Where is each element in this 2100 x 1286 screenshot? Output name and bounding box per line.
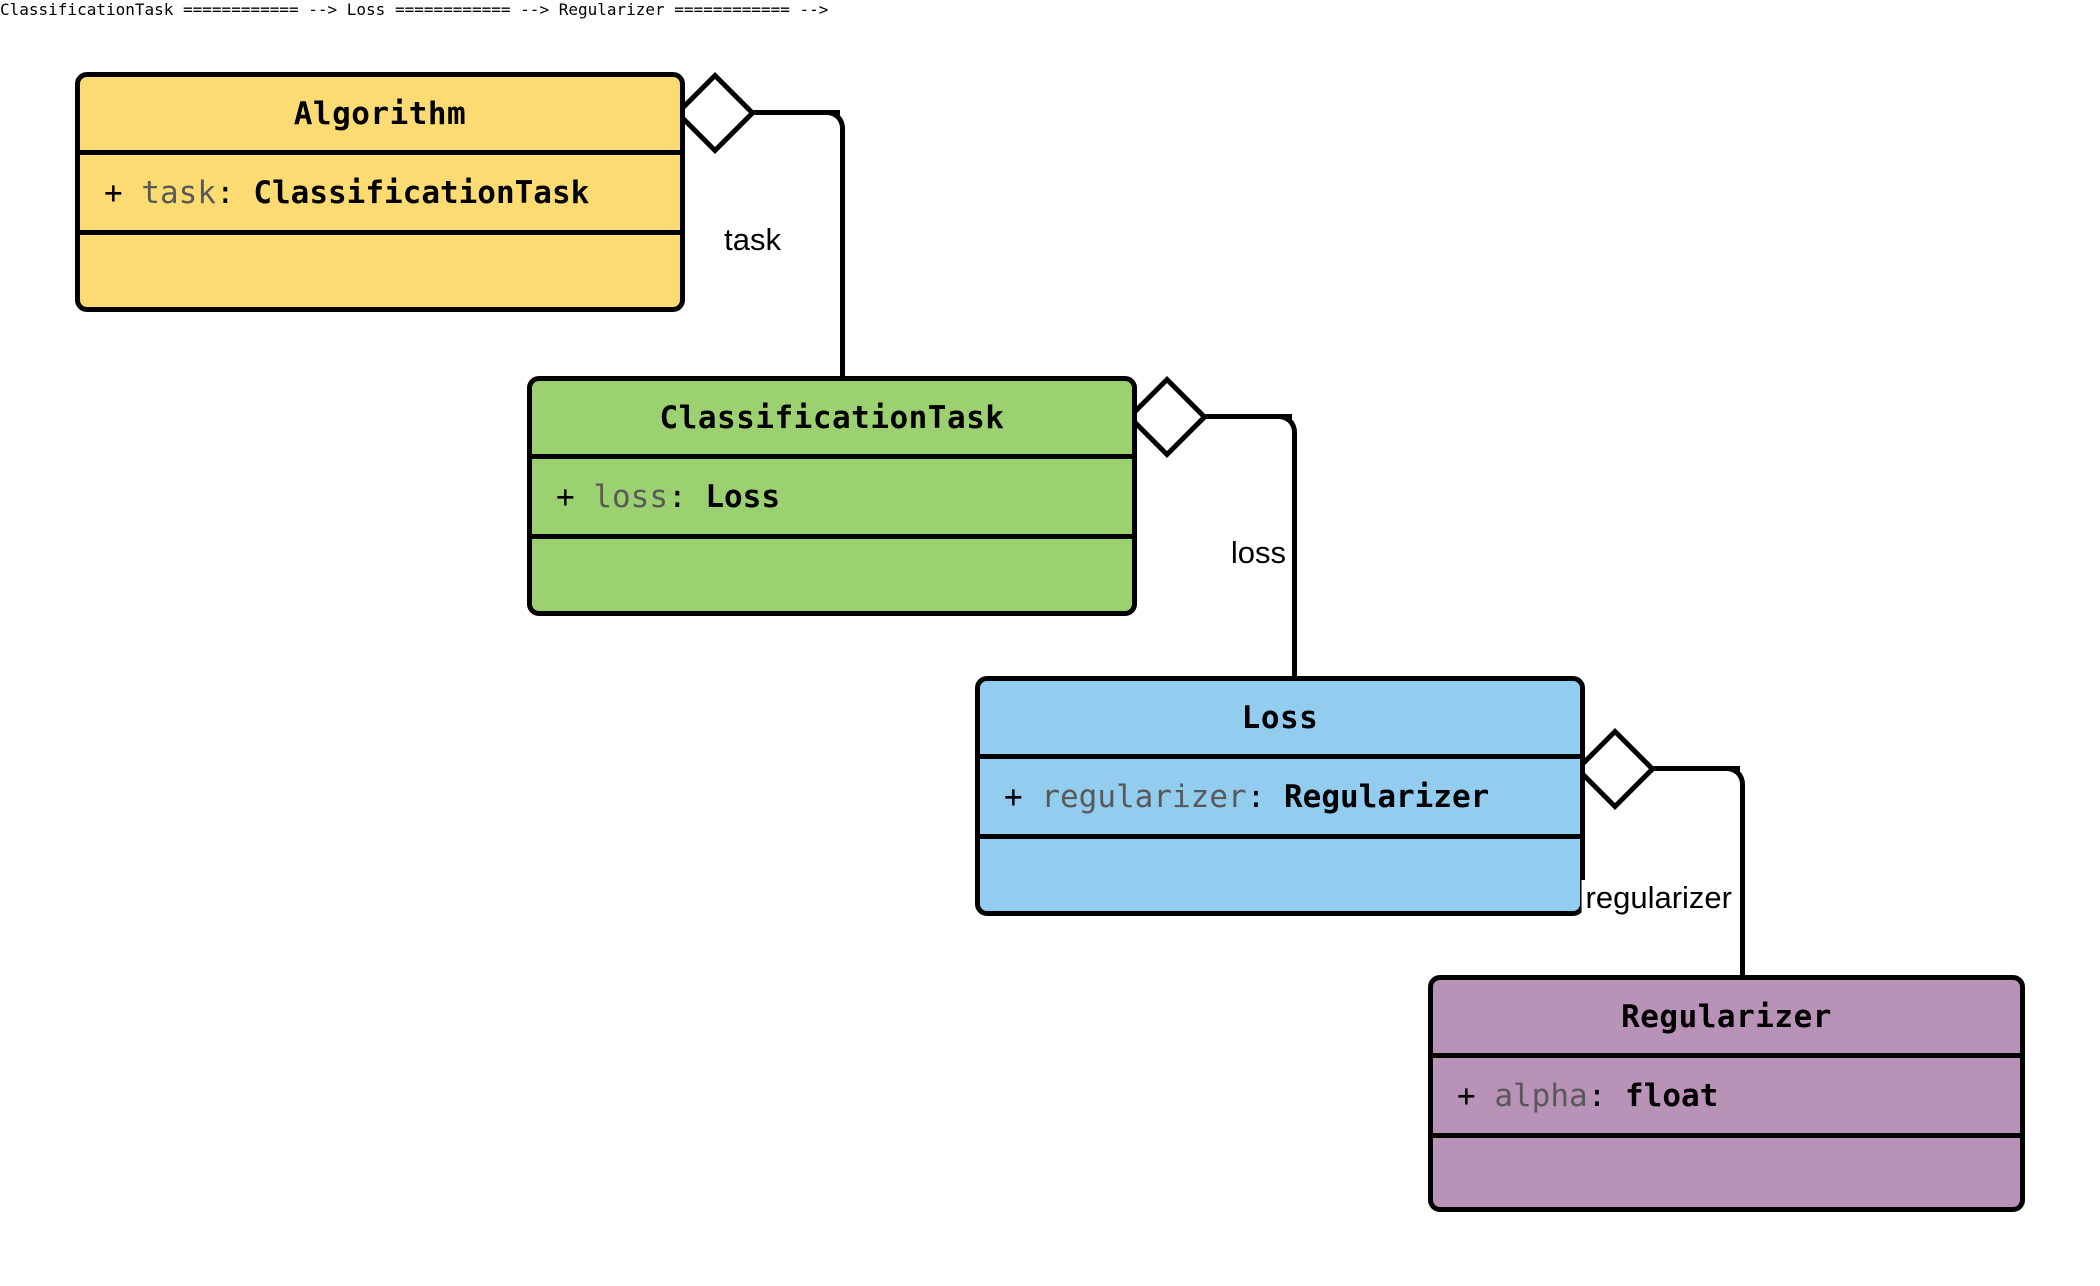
attribute-type: Loss: [705, 478, 780, 515]
attribute-visibility: +: [1004, 778, 1023, 815]
class-attribute-loss: + regularizer : Regularizer: [980, 759, 1580, 839]
aggregation-diamond-loss[interactable]: [1125, 375, 1209, 459]
edge-task-corner: [822, 110, 845, 133]
attribute-type: float: [1625, 1077, 1719, 1114]
class-attribute-algorithm: + task : ClassificationTask: [80, 155, 680, 235]
edge-regularizer-horizontal: [1640, 766, 1740, 771]
attribute-type: Regularizer: [1284, 778, 1490, 815]
edge-regularizer-vertical: [1740, 784, 1745, 980]
uml-class-regularizer[interactable]: Regularizer + alpha : float: [1428, 975, 2025, 1212]
attribute-visibility: +: [1457, 1077, 1476, 1114]
edge-task-vertical: [840, 128, 845, 380]
edge-label-loss: loss: [1226, 535, 1290, 571]
aggregation-diamond-regularizer[interactable]: [1573, 727, 1657, 811]
attribute-separator: :: [668, 478, 687, 515]
class-methods-loss: [980, 839, 1580, 911]
uml-class-algorithm[interactable]: Algorithm + task : ClassificationTask: [75, 72, 685, 312]
attribute-separator: :: [1246, 778, 1266, 815]
attribute-name: task: [141, 174, 216, 211]
edge-label-task: task: [720, 222, 785, 258]
class-methods-algorithm: [80, 235, 680, 307]
edge-loss-vertical: [1292, 432, 1297, 680]
class-title-regularizer: Regularizer: [1433, 980, 2020, 1058]
attribute-visibility: +: [104, 174, 123, 211]
uml-class-classification-task[interactable]: ClassificationTask + loss : Loss: [527, 376, 1137, 616]
class-attribute-regularizer: + alpha : float: [1433, 1058, 2020, 1138]
class-methods-regularizer: [1433, 1138, 2020, 1207]
edge-loss-corner: [1274, 414, 1297, 437]
attribute-name: regularizer: [1041, 778, 1247, 815]
attribute-name: loss: [593, 478, 668, 515]
class-title-loss: Loss: [980, 681, 1580, 759]
attribute-separator: :: [1587, 1077, 1607, 1114]
edge-task-horizontal: [740, 110, 840, 115]
edge-regularizer-corner: [1722, 766, 1745, 789]
class-attribute-classification-task: + loss : Loss: [532, 459, 1132, 539]
attribute-separator: :: [216, 174, 235, 211]
attribute-type: ClassificationTask: [253, 174, 590, 211]
uml-class-loss[interactable]: Loss + regularizer : Regularizer: [975, 676, 1585, 916]
attribute-visibility: +: [556, 478, 575, 515]
edge-loss-horizontal: [1192, 414, 1292, 419]
class-title-classification-task: ClassificationTask: [532, 381, 1132, 459]
class-methods-classification-task: [532, 539, 1132, 611]
aggregation-diamond-task[interactable]: [673, 71, 757, 155]
class-title-algorithm: Algorithm: [80, 77, 680, 155]
edge-label-regularizer: regularizer: [1581, 880, 1736, 916]
attribute-name: alpha: [1494, 1077, 1588, 1114]
